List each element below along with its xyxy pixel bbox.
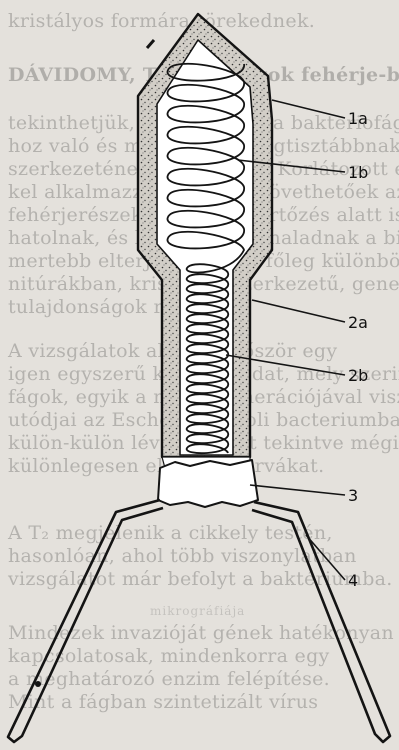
label-2b: 2b (348, 366, 368, 385)
label-1b: 1b (348, 163, 368, 182)
label-2a: 2a (348, 313, 368, 332)
label-1a: 1a (348, 109, 368, 128)
speck-mark (35, 681, 41, 687)
label-3: 3 (348, 486, 358, 505)
label-4: 4 (348, 571, 358, 590)
baseplate (158, 460, 258, 507)
